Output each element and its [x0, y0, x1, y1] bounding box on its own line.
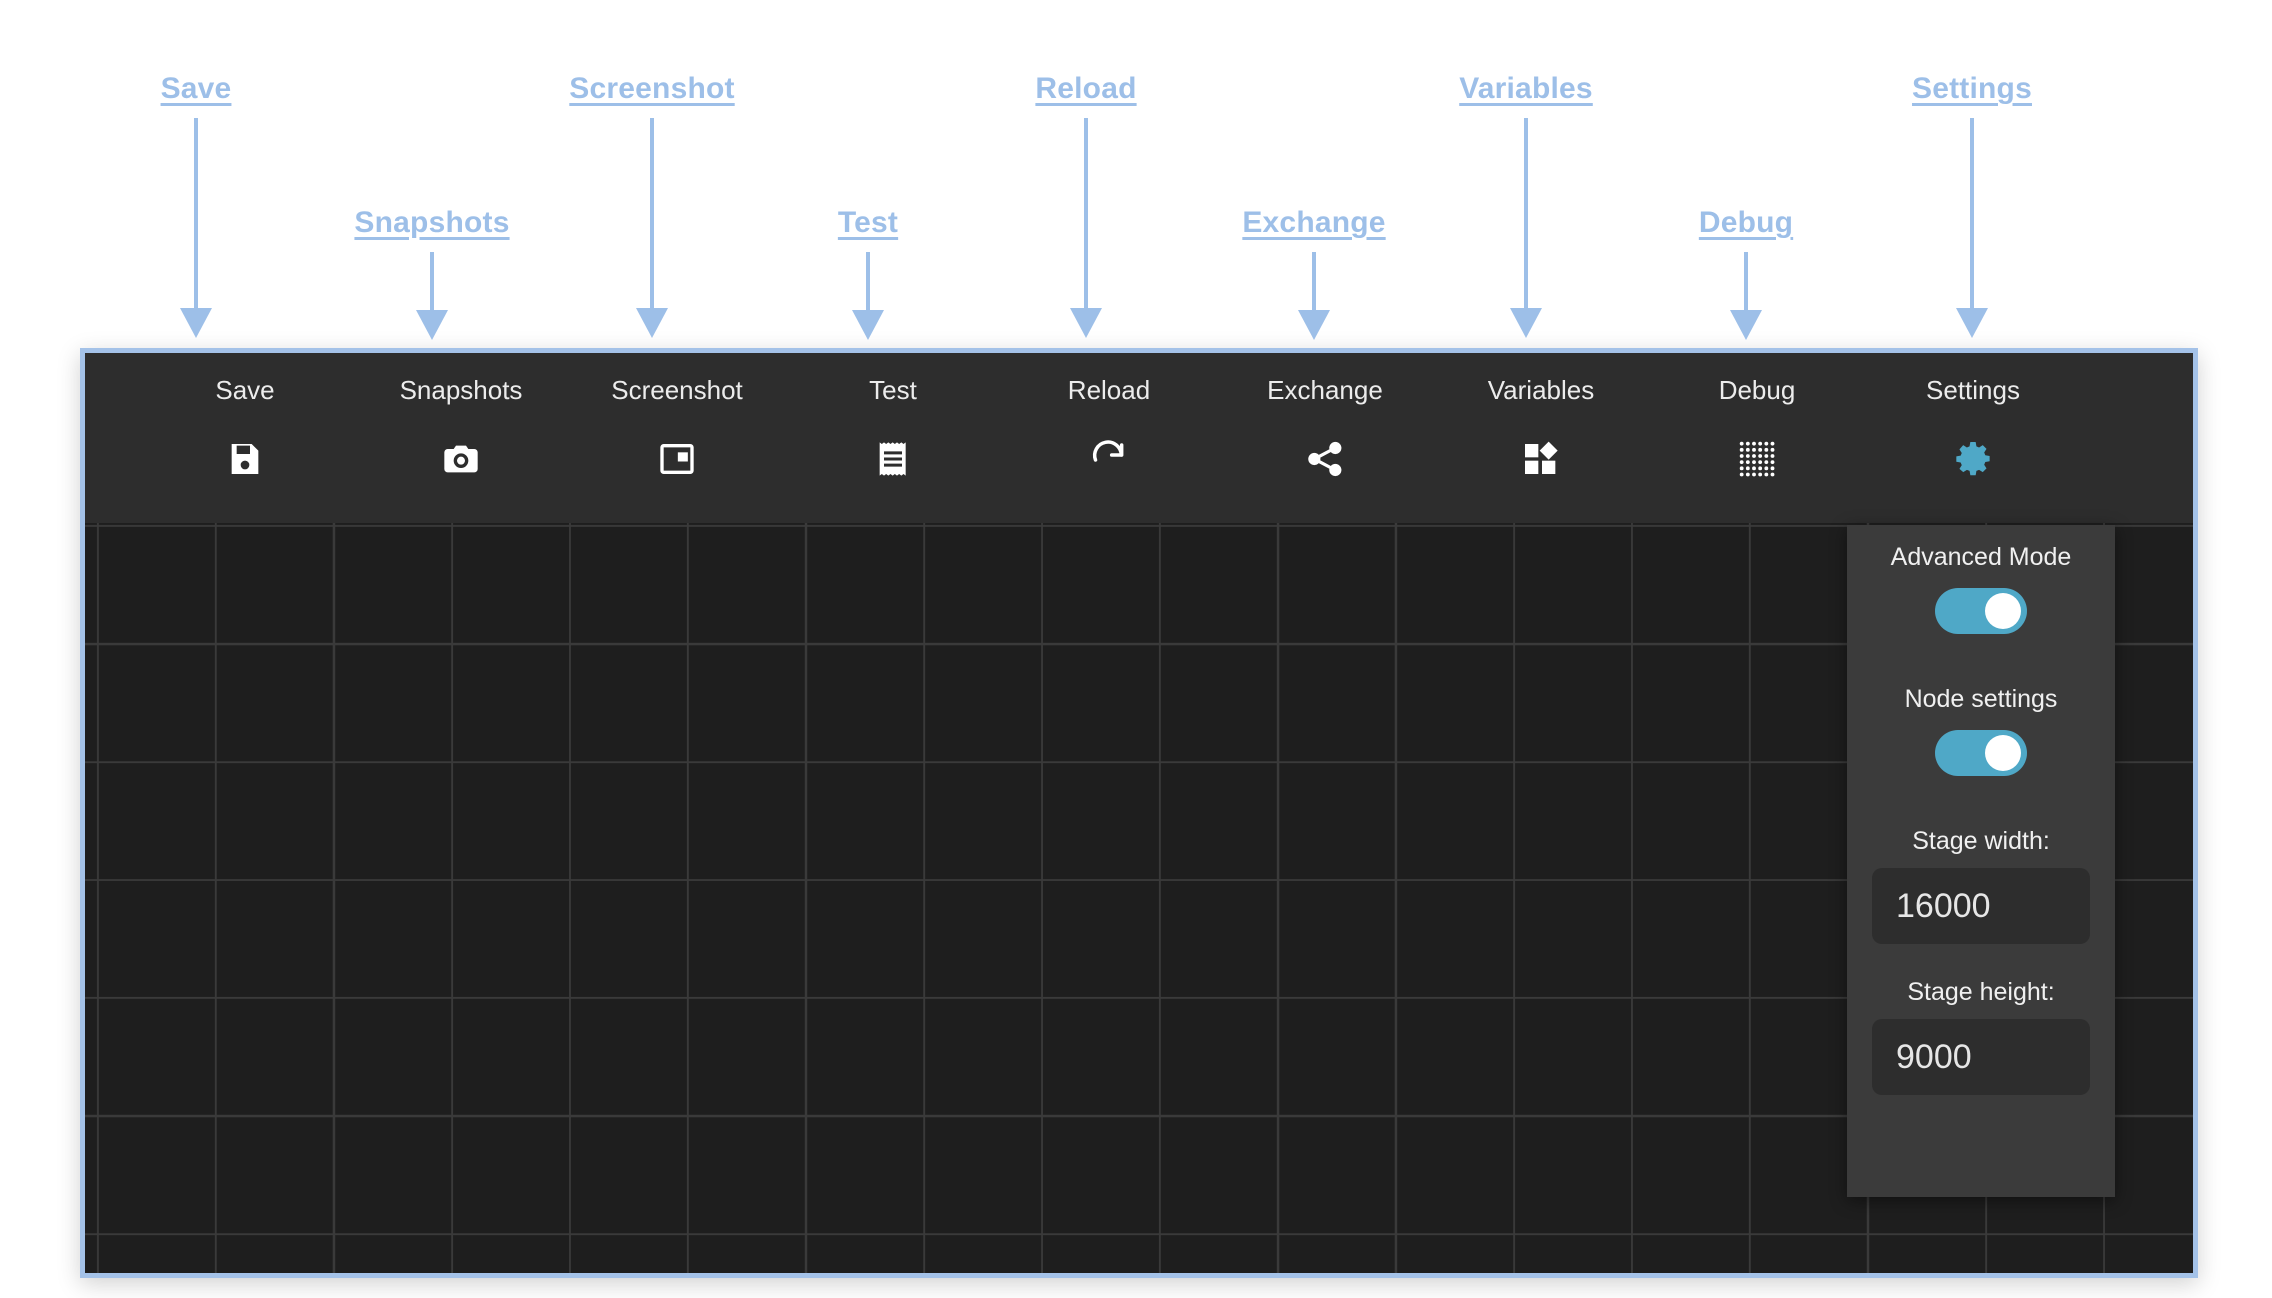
- arrow-head: [416, 310, 448, 340]
- stage-width-label: Stage width:: [1912, 827, 2050, 855]
- toolbar: Save Snapshots Screenshot Test Reload Exchang…: [85, 353, 2193, 523]
- stage-height-label: Stage height:: [1907, 978, 2055, 1006]
- advanced-mode-row: Advanced Mode: [1847, 543, 2115, 685]
- annotation-label-debug: Debug: [1698, 206, 1794, 239]
- toolbar-button-label: Test: [869, 375, 917, 405]
- floppy-disk-icon: [225, 439, 265, 479]
- toolbar-button-label: Reload: [1067, 375, 1151, 405]
- toolbar-button-label: Save: [215, 375, 275, 405]
- stage-height-input[interactable]: [1872, 1019, 2090, 1095]
- annotation-arrow-exchange: [1298, 252, 1330, 340]
- annotation-label-test: Test: [837, 206, 899, 239]
- annotation-arrow-variables: [1510, 118, 1542, 338]
- picture-in-picture-icon: [657, 439, 697, 479]
- gear-icon: [1953, 439, 1993, 479]
- arrow-shaft: [1084, 118, 1088, 308]
- node-settings-label: Node settings: [1904, 685, 2058, 713]
- camera-icon: [441, 439, 481, 479]
- annotation-label-reload: Reload: [1035, 72, 1137, 105]
- toolbar-button-reload[interactable]: Reload: [1001, 353, 1217, 523]
- toolbar-button-label: Snapshots: [399, 375, 523, 405]
- toolbar-button-snapshots[interactable]: Snapshots: [353, 353, 569, 523]
- toolbar-button-label: Variables: [1487, 375, 1595, 405]
- refresh-icon: [1089, 439, 1129, 479]
- annotation-arrow-debug: [1730, 252, 1762, 340]
- app-window: Save Snapshots Screenshot Test Reload Exchang…: [80, 348, 2198, 1278]
- node-settings-toggle[interactable]: [1935, 730, 2027, 776]
- node-settings-row: Node settings: [1847, 685, 2115, 827]
- toggle-knob: [1985, 735, 2021, 771]
- toolbar-button-label: Settings: [1926, 375, 2020, 405]
- annotation-arrow-settings: [1956, 118, 1988, 338]
- annotation-arrow-save: [180, 118, 212, 338]
- arrow-head: [1070, 308, 1102, 338]
- arrow-head: [1956, 308, 1988, 338]
- dot-grid-icon: [1737, 439, 1777, 479]
- toolbar-button-variables[interactable]: Variables: [1433, 353, 1649, 523]
- share-icon: [1305, 439, 1345, 479]
- annotation-label-settings: Settings: [1912, 72, 2032, 105]
- toolbar-button-test[interactable]: Test: [785, 353, 1001, 523]
- stage-grid-canvas[interactable]: [85, 523, 2193, 1273]
- toolbar-button-label: Debug: [1718, 375, 1796, 405]
- toggle-knob: [1985, 593, 2021, 629]
- stage-width-input[interactable]: [1872, 868, 2090, 944]
- advanced-mode-toggle[interactable]: [1935, 588, 2027, 634]
- annotation-label-save: Save: [160, 72, 232, 105]
- annotation-arrow-snapshots: [416, 252, 448, 340]
- arrow-shaft: [650, 118, 654, 308]
- arrow-head: [180, 308, 212, 338]
- annotation-label-snapshots: Snapshots: [354, 206, 510, 239]
- stage-height-row: Stage height:: [1847, 978, 2115, 1095]
- arrow-shaft: [194, 118, 198, 308]
- toolbar-button-label: Screenshot: [611, 375, 743, 405]
- arrow-head: [636, 308, 668, 338]
- stage-width-row: Stage width:: [1847, 827, 2115, 944]
- arrow-shaft: [430, 252, 434, 310]
- arrow-shaft: [866, 252, 870, 310]
- toolbar-button-exchange[interactable]: Exchange: [1217, 353, 1433, 523]
- advanced-mode-label: Advanced Mode: [1890, 543, 2072, 571]
- annotation-arrow-test: [852, 252, 884, 340]
- toolbar-button-debug[interactable]: Debug: [1649, 353, 1865, 523]
- toolbar-button-screenshot[interactable]: Screenshot: [569, 353, 785, 523]
- toolbar-button-settings[interactable]: Settings: [1865, 353, 2081, 523]
- annotation-arrow-screenshot: [636, 118, 668, 338]
- blocks-icon: [1521, 439, 1561, 479]
- arrow-head: [1298, 310, 1330, 340]
- settings-dropdown-panel: Advanced Mode Node settings Stage width:…: [1847, 525, 2115, 1197]
- arrow-shaft: [1744, 252, 1748, 310]
- arrow-shaft: [1312, 252, 1316, 310]
- toolbar-button-label: Exchange: [1267, 375, 1383, 405]
- annotation-arrow-reload: [1070, 118, 1102, 338]
- annotation-label-screenshot: Screenshot: [569, 72, 735, 105]
- annotation-label-exchange: Exchange: [1242, 206, 1386, 239]
- arrow-head: [1510, 308, 1542, 338]
- arrow-shaft: [1970, 118, 1974, 308]
- arrow-head: [852, 310, 884, 340]
- annotation-label-variables: Variables: [1459, 72, 1593, 105]
- arrow-shaft: [1524, 118, 1528, 308]
- toolbar-button-save[interactable]: Save: [137, 353, 353, 523]
- receipt-icon: [873, 439, 913, 479]
- arrow-head: [1730, 310, 1762, 340]
